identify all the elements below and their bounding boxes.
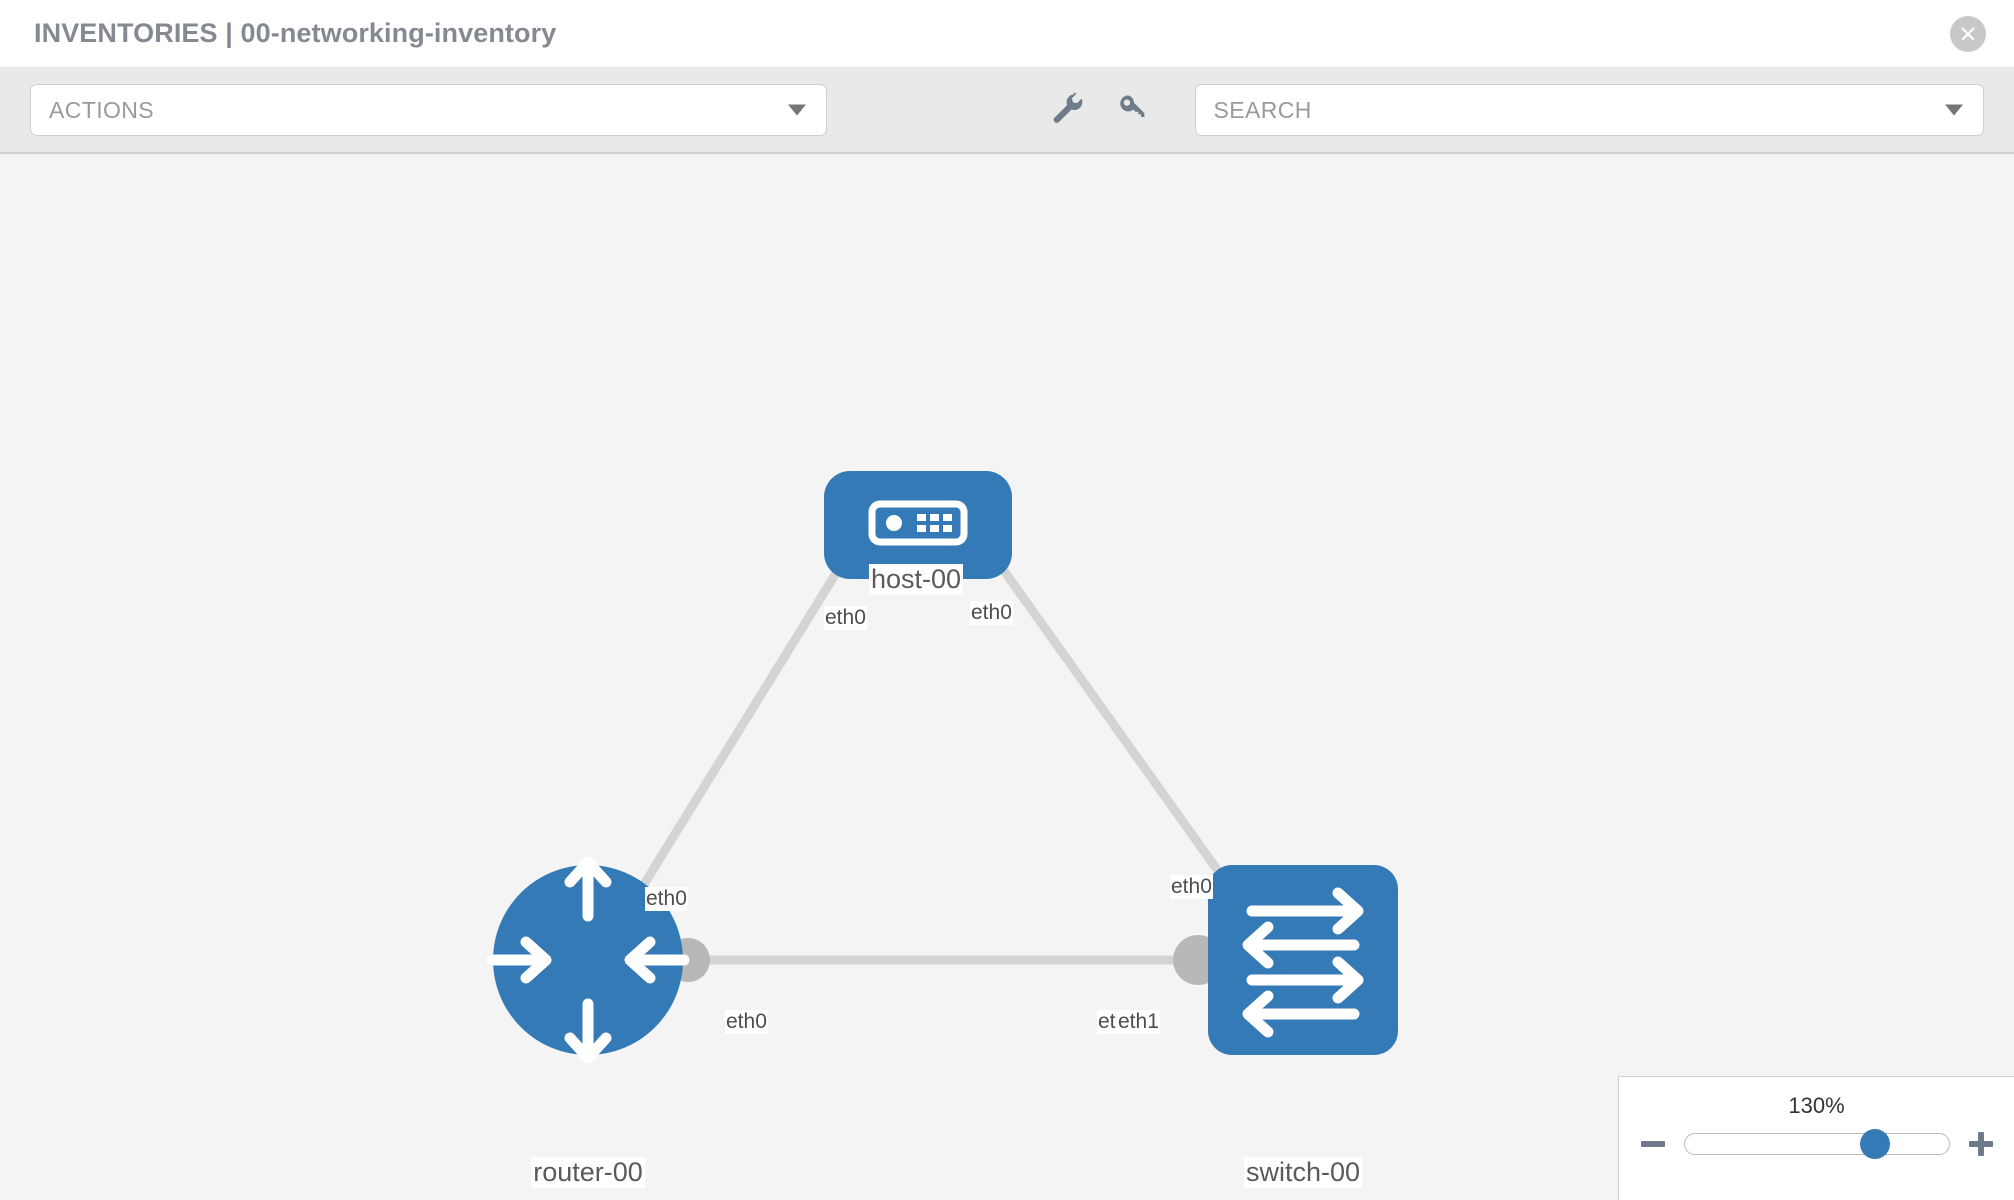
node-host-00[interactable] (824, 471, 1012, 579)
node-label-switch-00[interactable]: switch-00 (1243, 1157, 1363, 1188)
toolbar-icon-group (1049, 90, 1151, 131)
iface-label-router-eth0-diag[interactable]: eth0 (645, 887, 688, 911)
node-label-host-00[interactable]: host-00 (868, 564, 964, 595)
node-switch-00[interactable] (1208, 865, 1398, 1055)
wrench-icon[interactable] (1049, 90, 1085, 131)
close-icon[interactable] (1950, 15, 1986, 52)
iface-label-host-eth0-left[interactable]: eth0 (824, 606, 867, 630)
topology-graph (486, 471, 1398, 1064)
topology-canvas[interactable]: host-00 router-00 switch-00 eth0 eth0 et… (0, 154, 2014, 1200)
zoom-control-panel: 130% (1618, 1076, 2014, 1200)
zoom-level-value: 130% (1788, 1093, 1845, 1118)
iface-label-host-eth0-right[interactable]: eth0 (970, 601, 1013, 625)
node-label-router-00[interactable]: router-00 (531, 1157, 645, 1188)
zoom-in-button[interactable] (1966, 1129, 1996, 1159)
zoom-slider-thumb[interactable] (1859, 1129, 1890, 1159)
search-input[interactable]: SEARCH (1194, 84, 1984, 136)
search-placeholder: SEARCH (1213, 96, 1312, 123)
actions-dropdown[interactable]: ACTIONS (30, 84, 827, 136)
iface-label-switch-eth0-diag[interactable]: eth0 (1170, 875, 1213, 899)
window-titlebar: INVENTORIES | 00-networking-inventory (0, 0, 2014, 68)
zoom-slider-row (1638, 1129, 1996, 1159)
iface-label-router-eth0-horiz[interactable]: eth0 (725, 1010, 768, 1034)
chevron-down-icon (787, 104, 806, 116)
page-title: INVENTORIES | 00-networking-inventory (34, 18, 557, 48)
zoom-slider-track[interactable] (1683, 1129, 1950, 1159)
zoom-out-button[interactable] (1638, 1129, 1668, 1159)
actions-dropdown-label: ACTIONS (49, 96, 155, 123)
iface-label-switch-eth1-horiz[interactable]: eth1 (1117, 1010, 1160, 1034)
node-router-00[interactable] (486, 856, 690, 1064)
key-icon[interactable] (1115, 90, 1151, 131)
chevron-down-icon (1945, 104, 1963, 116)
toolbar: ACTIONS SEARCH (0, 68, 2014, 154)
